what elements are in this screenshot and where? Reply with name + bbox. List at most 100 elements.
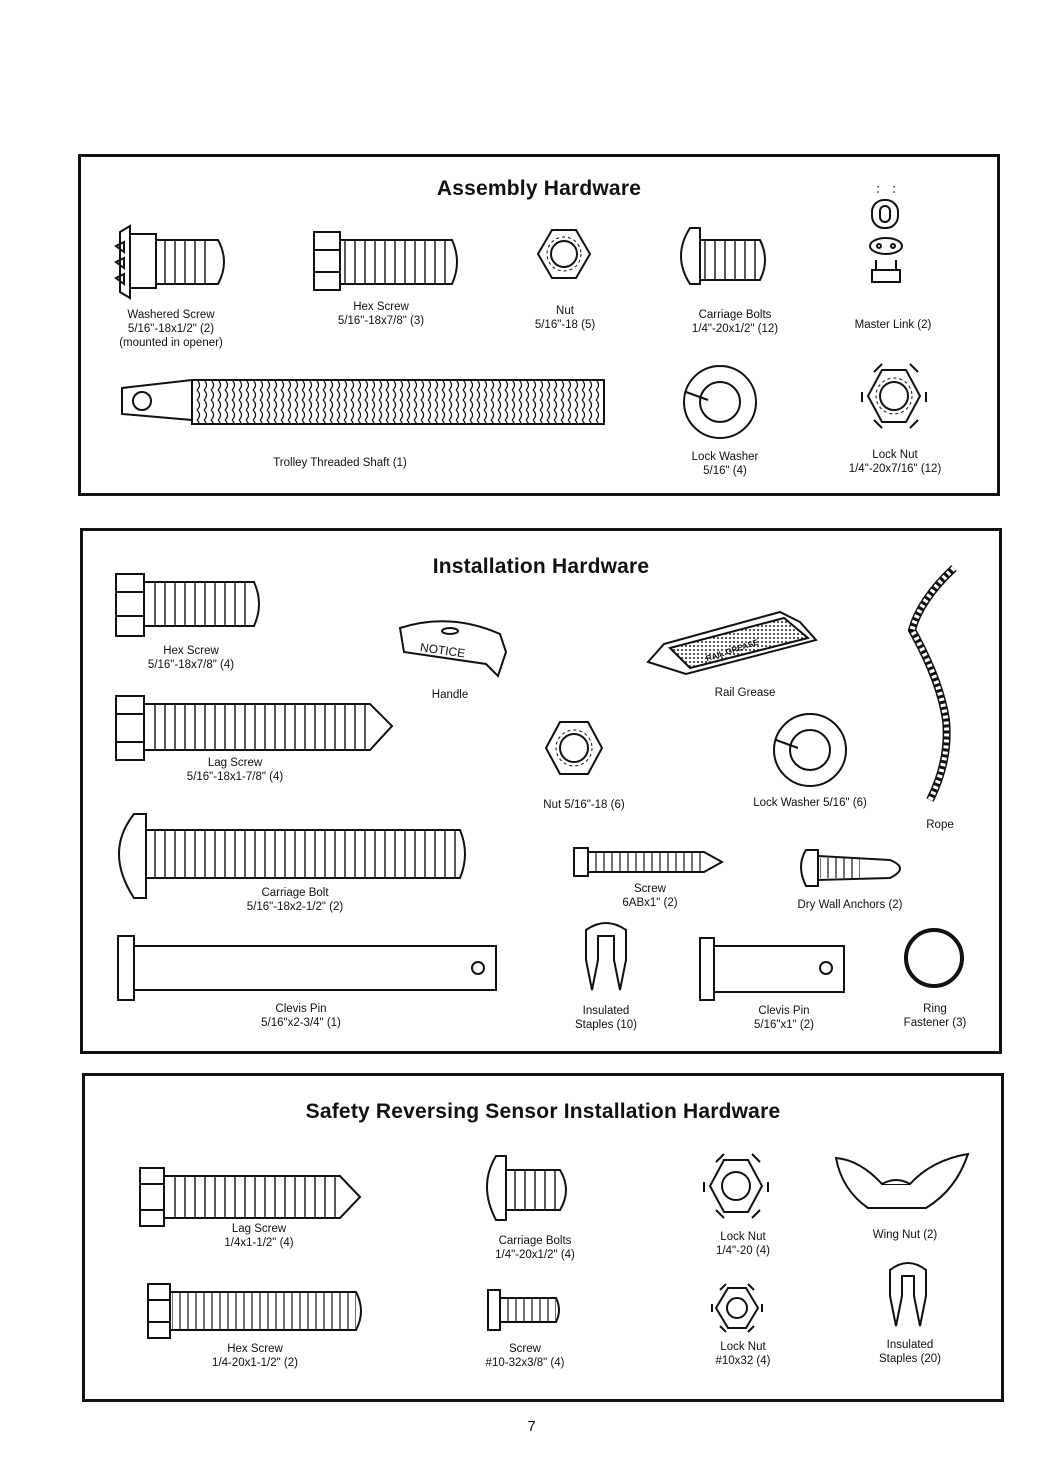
carriage-bolt-icon bbox=[487, 1156, 566, 1220]
sensor-carriage-bolts-label: Carriage Bolts 1/4"-20x1/2" (4) bbox=[460, 1234, 610, 1262]
item-name: Washered Screw bbox=[127, 309, 215, 321]
item-spec: 5/16"-18x2-1/2" (2) bbox=[246, 901, 344, 913]
item-name: Screw bbox=[509, 1343, 541, 1355]
lock-washer-icon bbox=[774, 714, 846, 786]
item-name: Lag Screw bbox=[231, 1223, 287, 1235]
item-name: Screw bbox=[634, 883, 666, 895]
item-name: Carriage Bolt bbox=[261, 887, 329, 899]
item-name: Nut 5/16"-18 (6) bbox=[543, 799, 625, 811]
item-spec: #10x32 (4) bbox=[715, 1355, 771, 1367]
hex-screw-label: Hex Screw 5/16"-18x7/8" (3) bbox=[306, 300, 456, 328]
sensor-insulated-staples-label: Insulated Staples (20) bbox=[860, 1338, 960, 1366]
item-spec: 5/16" (4) bbox=[703, 465, 747, 477]
nut-label: Nut 5/16"-18 (5) bbox=[500, 304, 630, 332]
page-number: 7 bbox=[527, 1418, 536, 1435]
washered-screw-icon bbox=[116, 226, 224, 298]
clevis-pin-long-label: Clevis Pin 5/16"x2-3/4" (1) bbox=[226, 1002, 376, 1030]
item-name: Nut bbox=[556, 305, 574, 317]
item-name: Clevis Pin bbox=[275, 1003, 327, 1015]
rope-icon bbox=[912, 568, 954, 800]
sensor-screw-label: Screw #10-32x3/8" (4) bbox=[460, 1342, 590, 1370]
item-spec: 1/4-20x1-1/2" (2) bbox=[212, 1357, 298, 1369]
carriage-bolts-label: Carriage Bolts 1/4"-20x1/2" (12) bbox=[660, 308, 810, 336]
sensor-lag-screw-label: Lag Screw 1/4x1-1/2" (4) bbox=[184, 1222, 334, 1250]
rail-grease-icon bbox=[648, 612, 816, 674]
hex-screw-icon bbox=[314, 232, 457, 290]
sensor-hardware-title: Safety Reversing Sensor Installation Har… bbox=[305, 1100, 781, 1123]
carriage-bolt-label: Carriage Bolt 5/16"-18x2-1/2" (2) bbox=[220, 886, 370, 914]
item-name: Hex Screw bbox=[353, 301, 409, 313]
lock-nut-label: Lock Nut 1/4"-20x7/16" (12) bbox=[820, 448, 970, 476]
item-name: Dry Wall Anchors (2) bbox=[797, 899, 903, 911]
item-spec: 5/16"-18 (5) bbox=[534, 319, 596, 331]
clevis-pin-icon bbox=[700, 938, 844, 1000]
screw-icon bbox=[488, 1290, 559, 1330]
lock-nut-icon bbox=[862, 364, 926, 428]
clevis-pin-short-label: Clevis Pin 5/16"x1" (2) bbox=[724, 1004, 844, 1032]
lock-washer-icon bbox=[684, 366, 756, 438]
handle-notice-text: NOTICE bbox=[419, 640, 466, 660]
washered-screw-label: Washered Screw 5/16"-18x1/2" (2) (mounte… bbox=[96, 308, 246, 350]
screw-label: Screw 6ABx1" (2) bbox=[600, 882, 700, 910]
item-spec: 5/16"x2-3/4" (1) bbox=[261, 1017, 341, 1029]
insulated-staple-icon bbox=[890, 1263, 926, 1326]
item-spec: 5/16"-18x7/8" (4) bbox=[147, 659, 235, 671]
hex-screw-icon bbox=[148, 1284, 361, 1338]
carriage-bolt-icon bbox=[681, 228, 765, 284]
item-spec: #10-32x3/8" (4) bbox=[485, 1357, 565, 1369]
rail-grease-label: Rail Grease bbox=[690, 686, 800, 700]
item-spec: 1/4"-20 (4) bbox=[716, 1245, 770, 1257]
inst-lock-washer-label: Lock Washer 5/16" (6) bbox=[730, 796, 890, 810]
item-name: Lock Washer 5/16" (6) bbox=[753, 797, 867, 809]
item-spec: Fastener (3) bbox=[903, 1017, 967, 1029]
installation-hardware-title: Installation Hardware bbox=[432, 555, 650, 578]
sensor-lock-nut-a-label: Lock Nut 1/4"-20 (4) bbox=[688, 1230, 798, 1258]
item-name: Clevis Pin bbox=[758, 1005, 810, 1017]
handle-icon bbox=[400, 621, 506, 676]
master-link-icon bbox=[870, 186, 902, 282]
item-spec: 5/16"x1" (2) bbox=[754, 1019, 814, 1031]
item-spec: 1/4"-20x7/16" (12) bbox=[848, 463, 942, 475]
screw-icon bbox=[574, 848, 722, 876]
item-spec: 5/16"-18x7/8" (3) bbox=[337, 315, 425, 327]
item-name: Lock Nut bbox=[720, 1341, 766, 1353]
trolley-shaft-label: Trolley Threaded Shaft (1) bbox=[250, 456, 430, 470]
wing-nut-label: Wing Nut (2) bbox=[850, 1228, 960, 1242]
item-name: Wing Nut (2) bbox=[872, 1229, 938, 1241]
item-spec: Staples (10) bbox=[574, 1019, 637, 1031]
nut-icon bbox=[538, 230, 590, 278]
nut-icon bbox=[546, 722, 602, 774]
assembly-hardware-panel: Assembly Hardware bbox=[78, 154, 1000, 496]
sensor-lock-nut-b-label: Lock Nut #10x32 (4) bbox=[688, 1340, 798, 1368]
item-name: Hex Screw bbox=[227, 1343, 283, 1355]
item-spec: 5/16"-18x1/2" (2) bbox=[127, 323, 215, 335]
item-name: Insulated bbox=[582, 1005, 630, 1017]
ring-fastener-icon bbox=[906, 930, 962, 986]
item-name: Master Link (2) bbox=[854, 319, 932, 331]
lag-screw-label: Lag Screw 5/16"-18x1-7/8" (4) bbox=[160, 756, 310, 784]
item-name: Lock Washer bbox=[691, 451, 759, 463]
carriage-bolt-icon bbox=[119, 814, 465, 898]
clevis-pin-icon bbox=[118, 936, 496, 1000]
item-name: Rope bbox=[926, 819, 954, 831]
item-note: (mounted in opener) bbox=[119, 337, 223, 349]
lock-washer-label: Lock Washer 5/16" (4) bbox=[660, 450, 790, 478]
item-name: Insulated bbox=[886, 1339, 934, 1351]
item-spec: 6ABx1" (2) bbox=[622, 897, 678, 909]
inst-nut-label: Nut 5/16"-18 (6) bbox=[524, 798, 644, 812]
lag-screw-icon bbox=[140, 1168, 360, 1226]
item-name: Ring bbox=[923, 1003, 947, 1015]
insulated-staple-icon bbox=[586, 923, 626, 990]
item-name: Carriage Bolts bbox=[498, 1235, 572, 1247]
item-spec: 1/4x1-1/2" (4) bbox=[224, 1237, 294, 1249]
lock-nut-icon bbox=[712, 1284, 762, 1332]
lock-nut-icon bbox=[704, 1154, 768, 1218]
master-link-label: Master Link (2) bbox=[828, 318, 958, 332]
sensor-hex-screw-label: Hex Screw 1/4-20x1-1/2" (2) bbox=[180, 1342, 330, 1370]
item-name: Hex Screw bbox=[163, 645, 219, 657]
item-name: Lock Nut bbox=[872, 449, 918, 461]
item-name: Lag Screw bbox=[207, 757, 263, 769]
wing-nut-icon bbox=[836, 1154, 968, 1208]
lag-screw-icon bbox=[116, 696, 392, 760]
